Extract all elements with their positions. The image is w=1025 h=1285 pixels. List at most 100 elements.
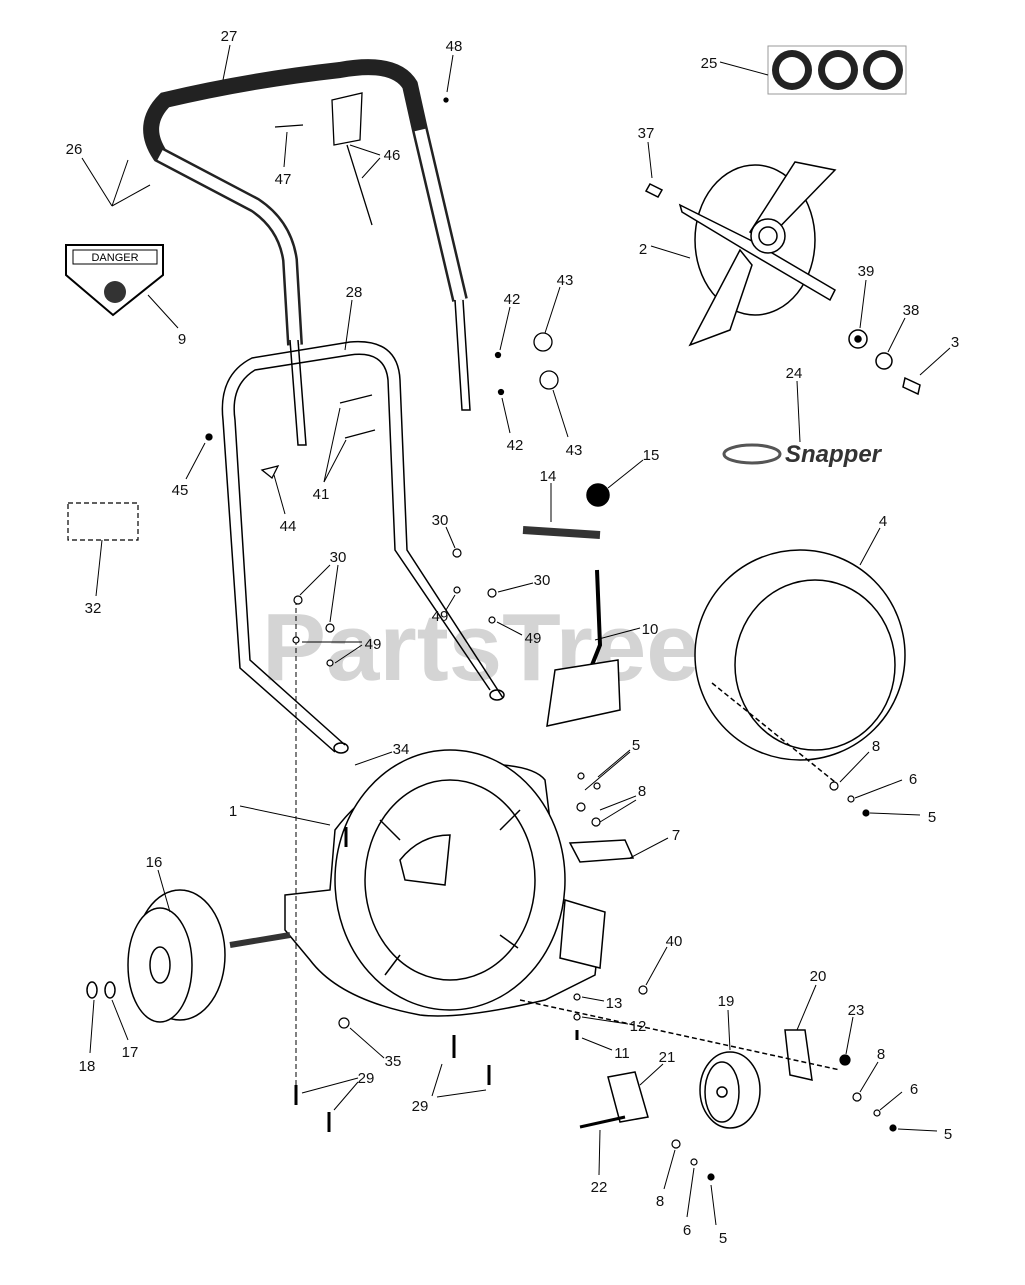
leader-line-21	[639, 1063, 664, 1086]
leader-line-18	[89, 999, 95, 1054]
leader-line-49	[445, 594, 456, 611]
leader-line-26	[111, 159, 129, 207]
callout-29: 29	[412, 1098, 429, 1115]
leader-line-6	[879, 1091, 903, 1111]
leader-line-6	[854, 779, 903, 799]
callout-32: 32	[85, 600, 102, 617]
callout-21: 21	[659, 1049, 676, 1066]
leader-line-29	[436, 1089, 487, 1098]
callout-17: 17	[122, 1044, 139, 1061]
leader-line-4	[859, 527, 881, 566]
leader-line-10	[594, 627, 641, 641]
callout-28: 28	[346, 284, 363, 301]
callout-40: 40	[666, 933, 683, 950]
callout-34: 34	[393, 741, 410, 758]
leader-line-49	[334, 644, 363, 664]
callout-43: 43	[566, 442, 583, 459]
callout-30: 30	[432, 512, 449, 529]
callout-12: 12	[630, 1018, 647, 1035]
blower-housing	[229, 749, 606, 1017]
leader-line-30	[497, 582, 534, 593]
leader-line-5	[869, 812, 921, 816]
leader-line-30	[329, 564, 339, 623]
callout-2: 2	[639, 241, 647, 258]
leader-line-25	[719, 61, 769, 76]
leader-line-5	[897, 1128, 938, 1132]
callout-38: 38	[903, 302, 920, 319]
leader-line-8	[859, 1061, 879, 1093]
leader-line-23	[845, 1016, 854, 1055]
callout-5: 5	[928, 809, 936, 826]
leader-line-8	[663, 1149, 676, 1190]
leader-line-8	[599, 795, 637, 811]
callout-49: 49	[365, 636, 382, 653]
callout-24: 24	[786, 365, 803, 382]
leader-line-35	[349, 1027, 385, 1059]
deflector-assembly	[522, 483, 621, 727]
brand-decal: Snapper	[722, 441, 883, 468]
leader-line-48	[446, 54, 454, 93]
leader-line-2	[650, 245, 691, 259]
leader-line-29	[333, 1081, 359, 1111]
callout-30: 30	[534, 572, 551, 589]
callout-44: 44	[280, 518, 297, 535]
callout-41: 41	[313, 486, 330, 503]
callout-49: 49	[525, 630, 542, 647]
blank-label	[67, 502, 139, 541]
leader-line-46	[361, 157, 381, 179]
fasteners	[292, 548, 897, 1181]
leader-line-44	[273, 474, 286, 515]
leader-line-30	[299, 564, 331, 596]
leader-line-47	[283, 131, 288, 168]
leader-line-7	[629, 837, 669, 859]
leader-line-16	[157, 869, 171, 913]
leader-line-43	[544, 286, 561, 334]
upper-handle	[143, 59, 471, 446]
callout-19: 19	[718, 993, 735, 1010]
callout-4: 4	[879, 513, 887, 530]
small-wheel	[519, 999, 841, 1129]
leader-line-3	[919, 347, 951, 376]
callout-22: 22	[591, 1179, 608, 1196]
callout-6: 6	[683, 1222, 691, 1239]
leader-line-42	[499, 306, 511, 351]
callout-43: 43	[557, 272, 574, 289]
leader-line-29	[301, 1077, 359, 1094]
callout-10: 10	[642, 621, 659, 638]
leader-line-27	[222, 44, 231, 81]
leader-line-30	[445, 526, 456, 549]
leader-line-32	[95, 539, 103, 597]
housing-cover	[694, 549, 906, 783]
leader-line-34	[354, 751, 393, 766]
large-wheel	[86, 889, 226, 1023]
leader-line-15	[607, 459, 644, 489]
callout-15: 15	[643, 447, 660, 464]
danger-decal: DANGER	[65, 244, 164, 317]
leader-line-38	[887, 317, 906, 353]
lower-handle	[221, 340, 505, 754]
leader-line-46	[349, 144, 381, 156]
leader-line-1	[239, 805, 331, 826]
leader-line-13	[581, 996, 605, 1002]
callout-9: 9	[178, 331, 186, 348]
leader-line-29	[431, 1063, 443, 1097]
leader-line-41	[323, 439, 347, 483]
leader-line-40	[645, 946, 668, 986]
callout-27: 27	[221, 28, 238, 45]
leader-line-41	[323, 407, 341, 483]
callout-30: 30	[330, 549, 347, 566]
leader-line-9	[147, 294, 179, 329]
callout-20: 20	[810, 968, 827, 985]
leader-line-17	[111, 999, 129, 1041]
leader-line-5	[584, 751, 631, 791]
impeller	[644, 161, 921, 396]
callout-29: 29	[358, 1070, 375, 1087]
callout-48: 48	[446, 38, 463, 55]
danger-label: DANGER	[91, 252, 138, 264]
watermark: PartsTree	[262, 594, 700, 701]
leader-line-37	[647, 141, 653, 179]
leader-line-24	[796, 380, 801, 443]
callout-5: 5	[719, 1230, 727, 1247]
